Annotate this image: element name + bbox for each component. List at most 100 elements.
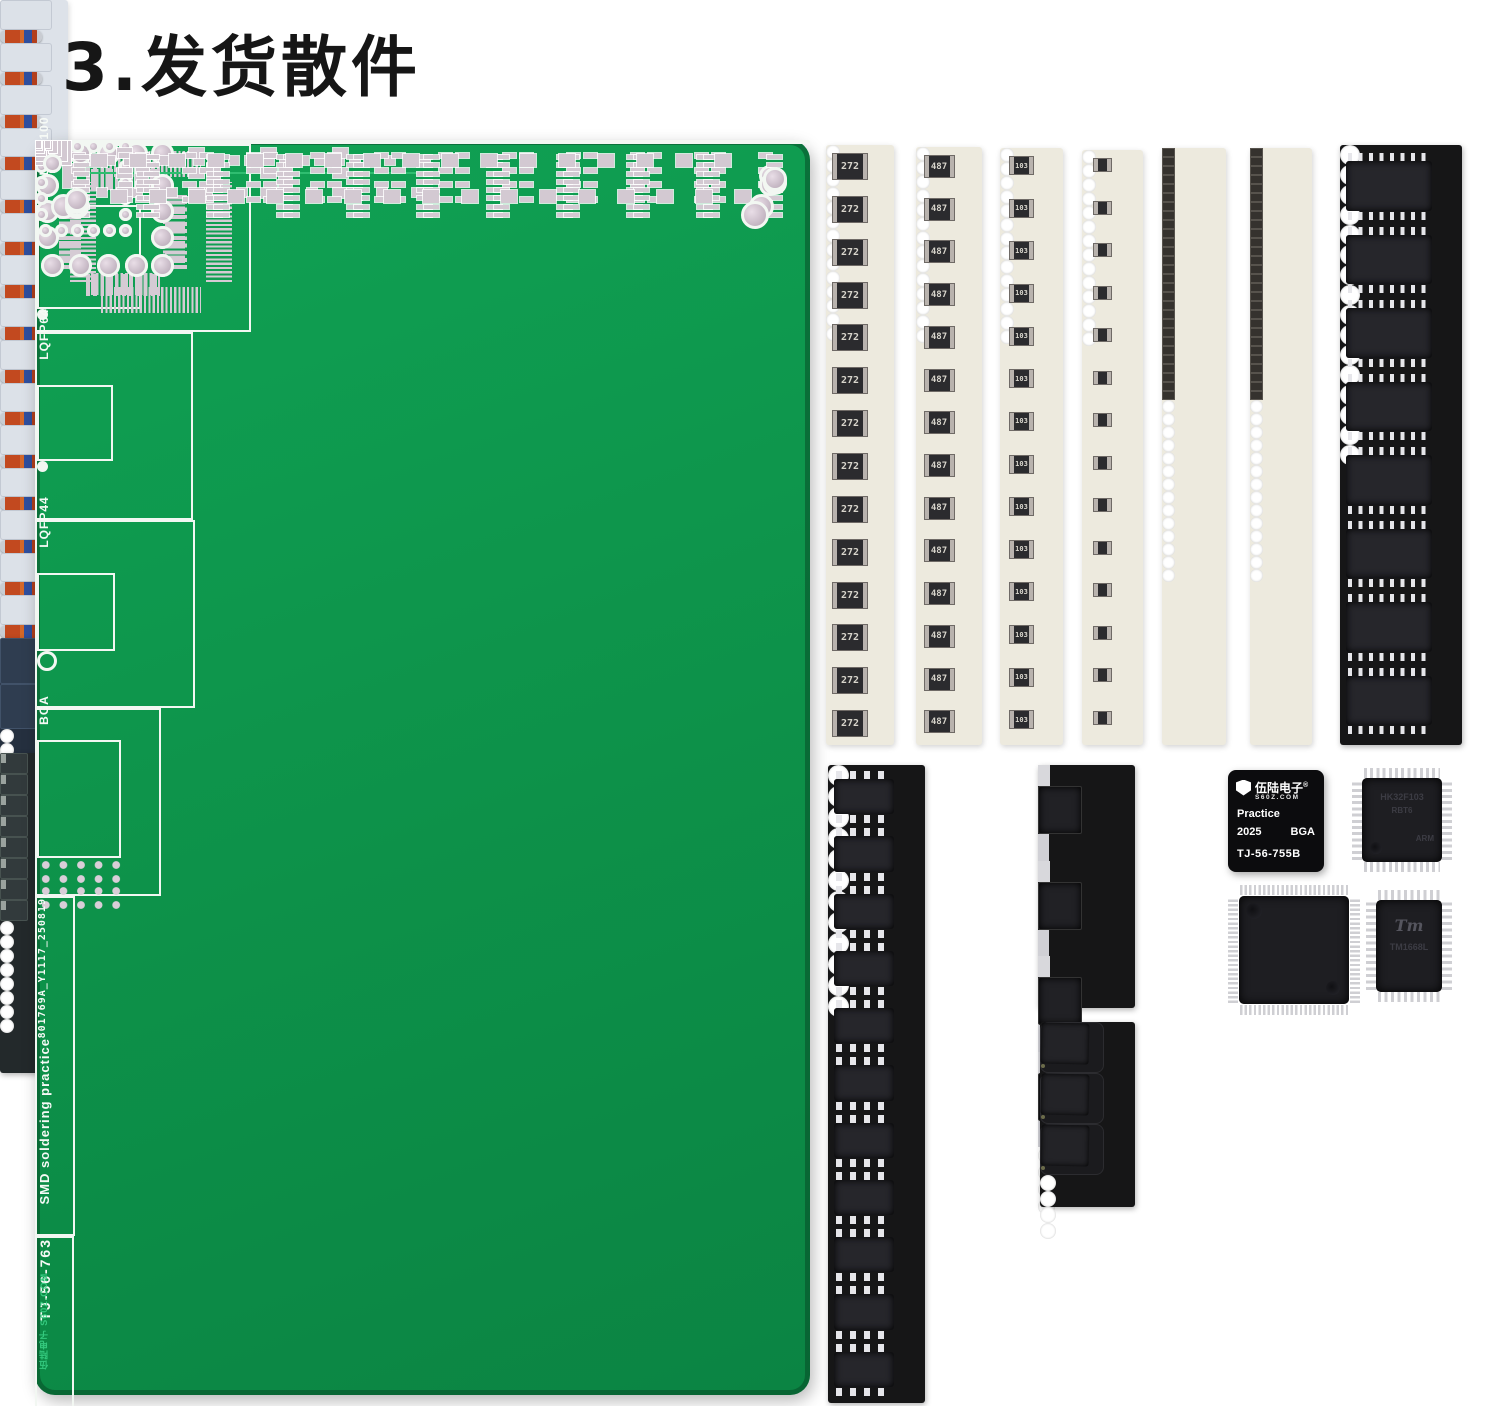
glass-diode [0,29,42,43]
smd-resistor: 272 [832,538,868,566]
smd-resistor-0402 [1162,310,1175,319]
smd-resistor-0402 [1162,148,1175,157]
sot223-lead [1038,956,1050,963]
mcu-pins-top [1364,768,1440,778]
pcb-pad [648,167,661,173]
qfn-round-pad [125,254,148,277]
sprocket-hole [1082,290,1096,304]
pcb-pad [494,213,509,217]
pcb-pad [759,153,772,158]
lqfp100-pins-bottom [1240,1005,1348,1015]
sprocket-hole [1040,1223,1056,1239]
smd-resistor: 272 [832,153,868,180]
pcb-pad [567,167,580,173]
smd-resistor-0402 [1250,364,1263,373]
smd-resistor-0402 [1250,238,1263,247]
qfn-round-pad-sm [103,224,116,237]
smd-resistor: 272 [832,367,868,395]
smd-resistor-0402 [1162,283,1175,292]
pcb-pad [354,163,369,168]
smd-resistor [1093,328,1112,342]
pcb-pad [117,168,132,178]
sot23-lead [1,880,6,883]
qfn-round-pad [151,226,174,249]
tm-pins-bottom [1378,992,1440,1002]
glass-diode [0,72,42,86]
smd-resistor-0402 [1250,292,1263,301]
pcb-pad [375,153,388,158]
pcb-pad [144,163,159,168]
page-title: 3.发货散件 [62,29,421,106]
smd-resistor: 103 [1009,625,1034,645]
sot23-lead [1,802,6,805]
smd-resistor: 272 [832,410,868,438]
so8-ic [834,893,894,929]
soic16-pins-top [1348,226,1430,235]
sot223-body [1038,881,1082,930]
sot23-lead [1,781,6,784]
pcb-pad [333,168,348,178]
soic16-ic [1346,161,1432,211]
smd-resistor-0402 [1162,382,1175,391]
smd-resistor-0402 [1250,166,1263,175]
subrow-left-hole [43,154,62,174]
pcb-pad [264,153,277,158]
smd-resistor-0402 [1250,157,1263,166]
smd-resistor-0402 [1250,283,1263,292]
smd-resistor-0402 [1250,247,1263,256]
sot223-body [1038,786,1082,835]
qfn-round-pad-sm [71,140,84,153]
pcb-pad [325,154,341,167]
sprocket-hole [1082,192,1096,206]
sprocket-hole [1000,176,1014,190]
pcb-pad [364,154,380,167]
sprocket-hole [1162,543,1175,556]
pcb-pad [247,197,260,202]
pcb-pad [167,188,177,197]
smd-resistor-0402 [1162,193,1175,202]
sot223-lead [1038,963,1050,970]
pcb-pad [704,213,719,217]
smd-resistor [1093,200,1112,215]
pin1-ring [37,651,57,672]
sot223-lead [1038,779,1050,786]
mcu-body: HK32F103 RBT6 ARM [1362,778,1442,862]
pcb-pad [392,182,405,188]
smd-resistor: 487 [923,539,955,563]
so8-pins-top [836,1286,892,1295]
pcb-pad [350,156,360,165]
smd-resistor: 103 [1009,582,1034,602]
smd-resistor: 487 [923,454,955,477]
pcb-pad [767,163,782,168]
pcb-pad [439,182,452,188]
sprocket-hole [1250,465,1263,478]
pcb-pad [228,190,244,203]
sprocket-hole [1250,504,1263,517]
pcb-pad [328,182,341,188]
so8-pins-top [836,1114,892,1123]
pcb-pad [74,179,89,184]
pcb-pad [648,182,661,188]
pcb-pad [214,204,229,209]
pcb-pad [36,141,41,148]
pcb-pad [354,213,369,217]
qfn-round-pad-sm [87,140,100,153]
smd-resistor: 272 [832,710,868,738]
soic16-pins-top [1348,373,1430,382]
smd-resistor-0402 [1162,175,1175,184]
pcb-pad [214,179,229,184]
pcb-pad [202,188,212,197]
smd-resistor [1093,285,1112,300]
pcb-pad [540,190,556,203]
pcb-pad [648,153,661,158]
smd-resistor-0402 [1250,220,1263,229]
smd-resistor-0402 [1250,229,1263,238]
smd-resistor-0402 [1162,220,1175,229]
smd-resistor-0402 [1162,292,1175,301]
pcb-pad [200,182,213,188]
smd-resistor: 487 [923,624,955,648]
sprocket-hole [1000,302,1014,316]
pcb-pad [520,154,536,167]
